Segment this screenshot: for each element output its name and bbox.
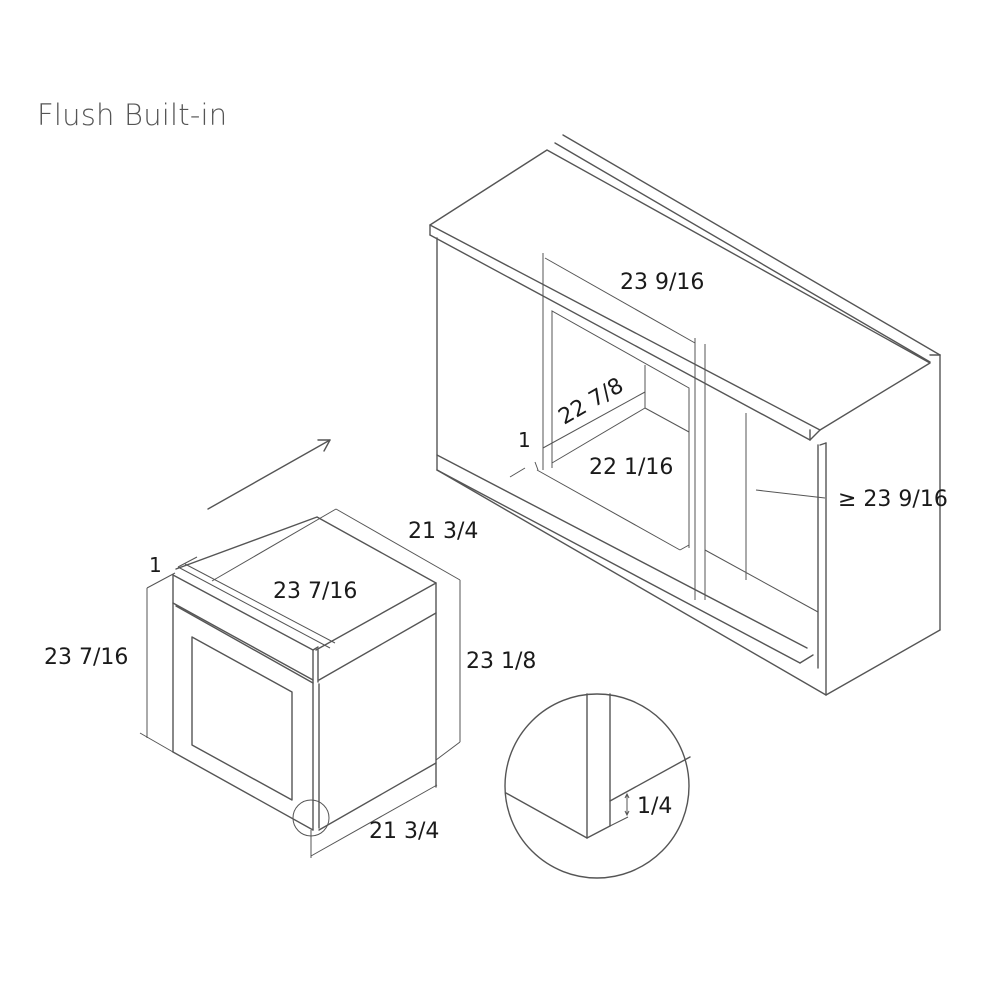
- detail-circle: [504, 693, 690, 879]
- oven-top: [175, 516, 437, 651]
- oven-height-label: 23 7/16: [44, 645, 128, 670]
- front-trim-label: 1: [149, 553, 162, 577]
- arrow-icon: [207, 439, 331, 510]
- oven-depth-bottom-label: 21 3/4: [369, 819, 439, 844]
- wall-line: [554, 142, 931, 363]
- oven-window: [191, 636, 293, 801]
- oven: 1 23 7/16 23 7/16 21 3/4 23 1/8 21 3/4: [44, 508, 536, 858]
- min-depth-label: ≥ 23 9/16: [838, 487, 948, 512]
- oven-depth-top-label: 21 3/4: [408, 519, 478, 544]
- leader-line: [755, 489, 826, 499]
- oven-body-height-label: 23 1/8: [466, 649, 536, 674]
- detail-marker: [292, 799, 330, 837]
- cabinet: 23 9/16 22 7/8 22 1/16 1 ≥ 23 9/16: [429, 134, 948, 696]
- detail-view: 1/4: [504, 693, 691, 879]
- wall-line: [562, 134, 941, 356]
- cabinet-front-offset-label: 1: [518, 428, 531, 452]
- cutout-depth-label: 22 1/16: [589, 455, 673, 480]
- page-title: Flush Built-in: [37, 98, 228, 132]
- oven-width-label: 23 7/16: [273, 579, 357, 604]
- cutout-width-label: 23 9/16: [620, 270, 704, 295]
- gap-label: 1/4: [637, 794, 672, 819]
- countertop: [429, 149, 931, 431]
